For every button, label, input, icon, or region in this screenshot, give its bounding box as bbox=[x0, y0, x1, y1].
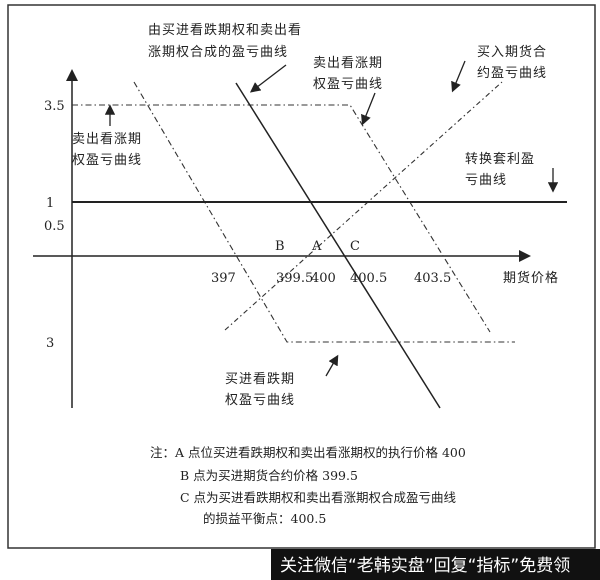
arrow-icon bbox=[249, 64, 287, 93]
note-c-cont: 的损益平衡点：400.5 bbox=[203, 511, 326, 526]
sell-call-label-1: 卖出看涨期 bbox=[313, 55, 383, 71]
note-b: B 点为买进期货合约价格 399.5 bbox=[180, 468, 358, 483]
arrow-icon bbox=[451, 60, 466, 93]
buy-put-label-2: 权盈亏曲线 bbox=[225, 392, 295, 408]
y-tick-1: 1 bbox=[46, 196, 54, 211]
buy-futures-label-1: 买入期货合 bbox=[477, 44, 547, 60]
sell-call-left-label-2: 权盈亏曲线 bbox=[72, 152, 142, 168]
buy-futures-label-2: 约盈亏曲线 bbox=[477, 66, 547, 81]
x-axis-label: 期货价格 bbox=[503, 270, 559, 286]
sell-call-payoff-curve bbox=[72, 104, 491, 333]
buy-put-label-1: 买进看跌期 bbox=[225, 371, 295, 387]
buy-put-payoff-curve bbox=[133, 81, 515, 343]
watermark-text: 关注微信“老韩实盘”回复“指标”免费领 bbox=[280, 556, 570, 576]
point-b: B bbox=[275, 239, 285, 254]
x-tick-403.5: 403.5 bbox=[414, 271, 451, 286]
note-a: 注：A 点位买进看跌期权和卖出看涨期权的执行价格 400 bbox=[150, 445, 466, 460]
combined-curve-label-1: 由买进看跌期权和卖出看 bbox=[148, 22, 302, 38]
arrow-icon bbox=[325, 354, 339, 377]
note-c: C 点为买进看跌期权和卖出看涨期权合成盈亏曲线 bbox=[180, 490, 457, 505]
watermark-banner bbox=[271, 549, 600, 580]
y-tick-3.5: 3.5 bbox=[44, 99, 65, 114]
sell-call-left-label-1: 卖出看涨期 bbox=[72, 131, 142, 147]
frame bbox=[7, 4, 596, 549]
point-a: A bbox=[311, 239, 322, 254]
combined-curve-label-2: 涨期权合成的盈亏曲线 bbox=[148, 44, 288, 60]
y-tick-3: 3 bbox=[46, 336, 54, 351]
y-tick-0.5: 0.5 bbox=[44, 219, 65, 234]
point-c: C bbox=[350, 239, 360, 254]
arrow-icon bbox=[361, 92, 376, 126]
conversion-label-2: 亏曲线 bbox=[465, 173, 507, 188]
x-tick-399.5: 399.5 bbox=[276, 271, 313, 286]
x-tick-400: 400 bbox=[311, 271, 336, 286]
conversion-label-1: 转换套利盈 bbox=[465, 151, 535, 167]
x-tick-397: 397 bbox=[211, 271, 236, 286]
combined-option-payoff-curve bbox=[235, 82, 441, 409]
sell-call-label-2: 权盈亏曲线 bbox=[313, 76, 383, 92]
x-tick-400.5: 400.5 bbox=[350, 271, 387, 286]
